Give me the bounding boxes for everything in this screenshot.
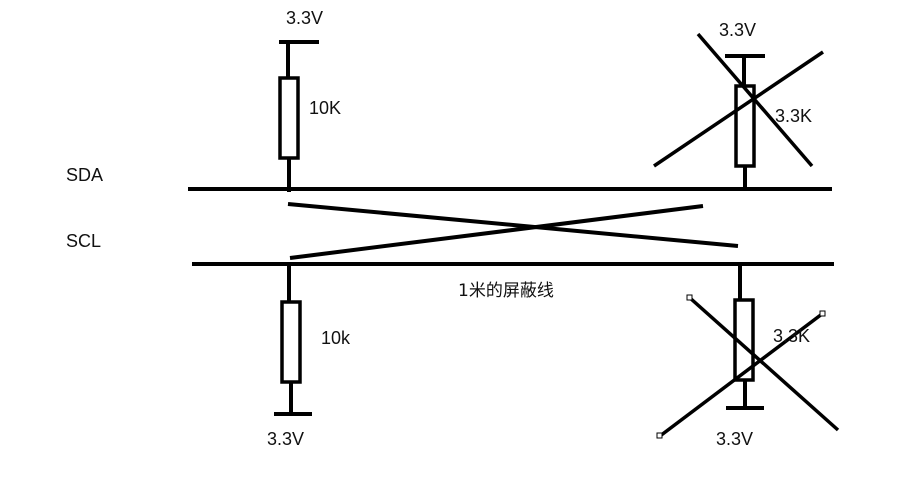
cross-out-bottom-right xyxy=(658,296,840,438)
twist-wire-2 xyxy=(289,204,704,260)
voltage-top-right: 3.3V xyxy=(719,20,757,40)
resistor-value-bottom-left: 10k xyxy=(321,328,351,348)
resistor-top-left xyxy=(278,40,319,192)
sda-label: SDA xyxy=(66,165,104,185)
handle-top-right xyxy=(819,310,826,317)
voltage-bottom-left: 3.3V xyxy=(267,429,305,449)
cross-out-top-right xyxy=(653,32,824,168)
handle-bottom-left xyxy=(656,432,663,439)
handle-top-left xyxy=(686,294,693,301)
resistor-value-bottom-right: 3.3K xyxy=(773,326,811,346)
resistor-value-top-left: 10K xyxy=(309,98,342,118)
voltage-bottom-right: 3.3V xyxy=(716,429,754,449)
voltage-top-left: 3.3V xyxy=(286,8,324,28)
resistor-value-top-right: 3.3K xyxy=(775,106,813,126)
twist-wire-1 xyxy=(287,202,739,248)
scl-label: SCL xyxy=(66,231,102,251)
cable-label: 1米的屏蔽线 xyxy=(458,281,554,301)
resistor-top-right xyxy=(725,54,765,190)
resistor-bottom-left xyxy=(274,264,312,416)
